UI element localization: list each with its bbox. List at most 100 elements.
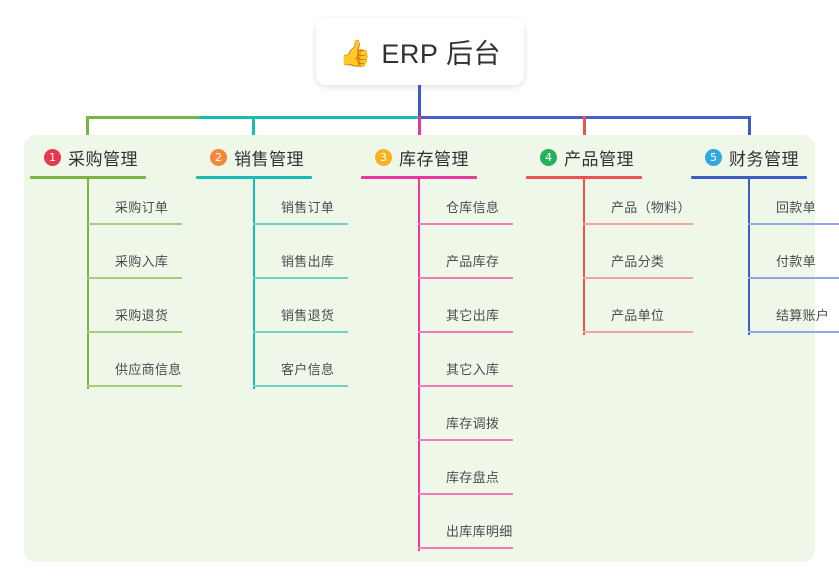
column-spine xyxy=(748,179,750,335)
menu-item-label: 产品单位 xyxy=(611,308,665,323)
menu-item-label: 付款单 xyxy=(776,254,816,269)
menu-item-label: 采购退货 xyxy=(115,308,169,323)
column-badge-icon: 4 xyxy=(540,148,557,166)
column-header-rule xyxy=(361,176,477,179)
connector-drop-5 xyxy=(748,116,751,145)
column-header-3[interactable]: 3 库存管理 xyxy=(355,145,505,169)
column-1: 1 采购管理采购订单采购入库采购退货供应商信息 xyxy=(24,145,182,395)
column-title: 库存管理 xyxy=(399,149,469,169)
menu-item[interactable]: 库存调拨 xyxy=(418,395,513,449)
menu-item-label: 销售退货 xyxy=(281,308,335,323)
menu-item-rule xyxy=(418,385,513,387)
menu-item-label: 结算账户 xyxy=(776,308,830,323)
menu-item-label: 销售出库 xyxy=(281,254,335,269)
column-header-4[interactable]: 4 产品管理 xyxy=(520,145,680,169)
menu-item-rule xyxy=(87,385,182,387)
menu-item[interactable]: 结算账户 xyxy=(748,287,839,341)
menu-item-rule xyxy=(253,223,348,225)
menu-item-rule xyxy=(583,277,693,279)
column-title: 采购管理 xyxy=(68,149,138,169)
menu-item-rule xyxy=(253,385,348,387)
menu-item[interactable]: 供应商信息 xyxy=(87,341,182,395)
column-title: 产品管理 xyxy=(564,149,634,169)
menu-item[interactable]: 仓库信息 xyxy=(418,179,513,233)
menu-item-label: 供应商信息 xyxy=(115,362,182,377)
menu-item-label: 采购入库 xyxy=(115,254,169,269)
column-5: 5 财务管理回款单付款单结算账户 xyxy=(685,145,839,341)
column-items: 回款单付款单结算账户 xyxy=(748,179,839,341)
diagram-title-text: ERP 后台 xyxy=(381,39,501,69)
menu-item-rule xyxy=(583,331,693,333)
menu-item-rule xyxy=(418,547,513,549)
column-header-1[interactable]: 1 采购管理 xyxy=(24,145,174,169)
menu-item-rule xyxy=(583,223,693,225)
thumbs-up-icon: 👍 xyxy=(339,37,372,68)
menu-item[interactable]: 产品分类 xyxy=(583,233,693,287)
menu-item[interactable]: 客户信息 xyxy=(253,341,348,395)
menu-item-rule xyxy=(87,331,182,333)
menu-item[interactable]: 采购订单 xyxy=(87,179,182,233)
column-items: 采购订单采购入库采购退货供应商信息 xyxy=(87,179,182,395)
menu-item[interactable]: 销售订单 xyxy=(253,179,348,233)
column-spine xyxy=(418,179,420,551)
column-header-rule xyxy=(691,176,807,179)
menu-item-label: 产品分类 xyxy=(611,254,665,269)
menu-item-label: 产品库存 xyxy=(446,254,500,269)
connector-bus-middle xyxy=(199,116,421,119)
menu-item-rule xyxy=(418,439,513,441)
menu-item-rule xyxy=(418,331,513,333)
connector-title-drop xyxy=(418,85,421,118)
connector-drop-1 xyxy=(86,116,89,145)
menu-item-rule xyxy=(418,277,513,279)
menu-item[interactable]: 其它出库 xyxy=(418,287,513,341)
menu-item[interactable]: 销售出库 xyxy=(253,233,348,287)
column-header-5[interactable]: 5 财务管理 xyxy=(685,145,835,169)
menu-item[interactable]: 出库库明细 xyxy=(418,503,513,557)
column-spine xyxy=(253,179,255,389)
menu-item-label: 产品（物料） xyxy=(611,200,691,215)
column-badge-icon: 5 xyxy=(705,148,722,166)
column-title: 财务管理 xyxy=(729,149,799,169)
connector-drop-2 xyxy=(252,116,255,145)
column-badge-icon: 1 xyxy=(44,148,61,166)
menu-item-rule xyxy=(418,493,513,495)
menu-item[interactable]: 产品库存 xyxy=(418,233,513,287)
column-items: 产品（物料） 产品分类产品单位 xyxy=(583,179,693,341)
menu-item-label: 库存盘点 xyxy=(446,470,500,485)
menu-item[interactable]: 回款单 xyxy=(748,179,839,233)
menu-item[interactable]: 产品单位 xyxy=(583,287,693,341)
menu-item-label: 其它出库 xyxy=(446,308,500,323)
menu-item-rule xyxy=(87,223,182,225)
column-badge-icon: 2 xyxy=(210,148,227,166)
column-3: 3 库存管理仓库信息产品库存其它出库其它入库库存调拨库存盘点出库库明细 xyxy=(355,145,513,557)
menu-item-label: 仓库信息 xyxy=(446,200,500,215)
menu-item[interactable]: 付款单 xyxy=(748,233,839,287)
menu-item[interactable]: 其它入库 xyxy=(418,341,513,395)
connector-bus-left xyxy=(87,116,201,119)
column-4: 4 产品管理产品（物料） 产品分类产品单位 xyxy=(520,145,693,341)
menu-item-rule xyxy=(748,331,839,333)
connector-drop-3 xyxy=(418,116,421,145)
menu-item-label: 采购订单 xyxy=(115,200,169,215)
menu-item-label: 其它入库 xyxy=(446,362,500,377)
menu-item[interactable]: 产品（物料） xyxy=(583,179,693,233)
menu-item-label: 库存调拨 xyxy=(446,416,500,431)
connector-drop-4 xyxy=(583,116,586,145)
menu-item[interactable]: 库存盘点 xyxy=(418,449,513,503)
menu-item-rule xyxy=(748,277,839,279)
column-badge-icon: 3 xyxy=(375,148,392,166)
menu-item[interactable]: 销售退货 xyxy=(253,287,348,341)
diagram-title-card[interactable]: 👍 ERP 后台 xyxy=(316,18,524,85)
menu-item[interactable]: 采购退货 xyxy=(87,287,182,341)
column-spine xyxy=(87,179,89,389)
menu-item-rule xyxy=(87,277,182,279)
column-header-rule xyxy=(30,176,146,179)
menu-item-label: 销售订单 xyxy=(281,200,335,215)
column-header-rule xyxy=(196,176,312,179)
menu-item-rule xyxy=(418,223,513,225)
menu-item-label: 回款单 xyxy=(776,200,816,215)
menu-item[interactable]: 采购入库 xyxy=(87,233,182,287)
